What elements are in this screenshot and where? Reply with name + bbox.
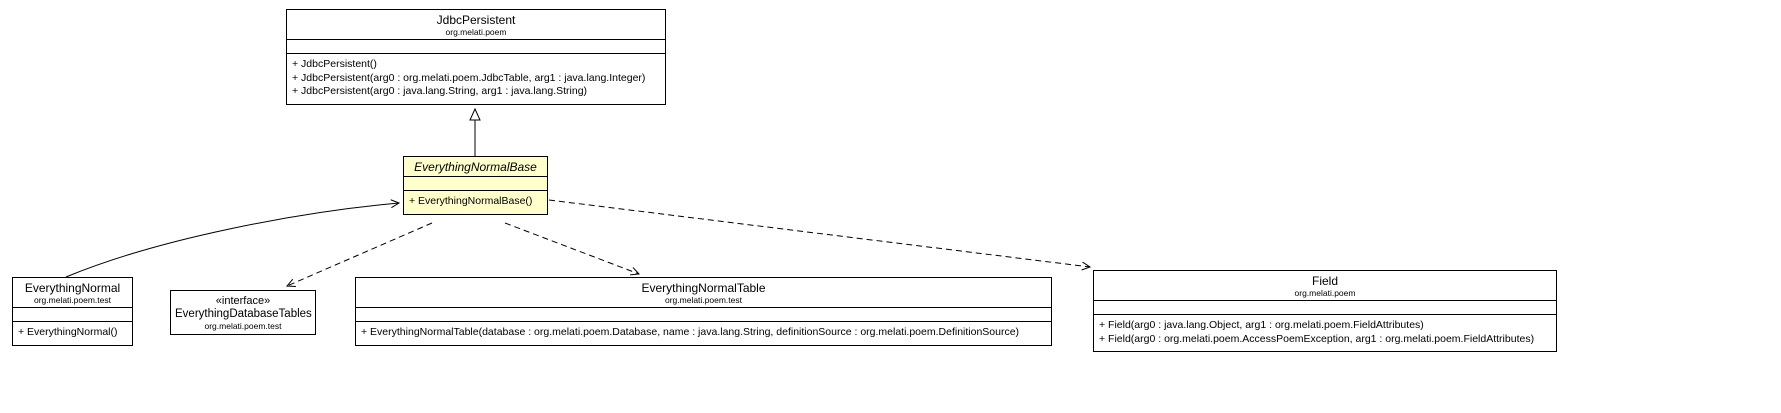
class-header: Field org.melati.poem	[1094, 271, 1556, 301]
dependency-edge-everythingnormalbase-to-field	[548, 199, 1092, 271]
generalization-edge-everythingnormal-to-everythingnormalbase	[65, 199, 401, 278]
class-box-everythingnormalbase: EverythingNormalBase + EverythingNormalB…	[403, 156, 548, 215]
methods-compartment: + Field(arg0 : java.lang.Object, arg1 : …	[1094, 315, 1556, 351]
class-header: EverythingNormalBase	[404, 157, 547, 177]
stereotype-label: «interface»	[215, 295, 271, 307]
method-signature: + Field(arg0 : java.lang.Object, arg1 : …	[1099, 319, 1424, 331]
method-signature: + JdbcPersistent(arg0 : org.melati.poem.…	[292, 71, 646, 84]
fields-compartment	[404, 177, 547, 191]
class-package: org.melati.poem.test	[204, 321, 282, 331]
class-package: org.melati.poem	[445, 27, 507, 37]
class-title: EverythingNormal	[24, 281, 121, 295]
dependency-edge-everythingnormalbase-to-everythingnormaltable	[504, 222, 641, 276]
class-package: org.melati.poem.test	[33, 295, 111, 305]
class-box-jdbcpersistent: JdbcPersistent org.melati.poem + JdbcPer…	[286, 9, 666, 105]
fields-compartment	[287, 40, 665, 54]
method-signature: + EverythingNormalBase()	[409, 195, 533, 207]
methods-compartment: + JdbcPersistent() + JdbcPersistent(arg0…	[287, 54, 665, 104]
method-signature: + EverythingNormal()	[18, 326, 118, 338]
class-box-everythingnormal: EverythingNormal org.melati.poem.test + …	[12, 277, 133, 346]
class-title: EverythingDatabaseTables	[175, 308, 312, 320]
class-title: EverythingNormalTable	[641, 281, 766, 295]
methods-compartment: + EverythingNormal()	[13, 322, 132, 345]
fields-compartment	[1094, 301, 1556, 315]
fields-compartment	[13, 308, 132, 322]
class-box-everythingnormaltable: EverythingNormalTable org.melati.poem.te…	[355, 277, 1052, 346]
method-signature: + JdbcPersistent()	[292, 58, 377, 70]
class-box-everythingdatabasetables: «interface» EverythingDatabaseTables org…	[170, 290, 316, 335]
method-signature: + EverythingNormalTable(database : org.m…	[361, 326, 1020, 338]
class-title: JdbcPersistent	[436, 13, 516, 27]
class-header: EverythingNormal org.melati.poem.test	[13, 278, 132, 308]
class-box-field: Field org.melati.poem + Field(arg0 : jav…	[1093, 270, 1557, 352]
class-header: JdbcPersistent org.melati.poem	[287, 10, 665, 40]
class-package: org.melati.poem.test	[664, 295, 742, 305]
methods-compartment: + EverythingNormalBase()	[404, 191, 547, 214]
fields-compartment	[356, 308, 1051, 322]
class-header: EverythingNormalTable org.melati.poem.te…	[356, 278, 1051, 308]
class-title: EverythingNormalBase	[414, 160, 537, 174]
class-package: org.melati.poem	[1294, 288, 1356, 298]
method-signature: + Field(arg0 : org.melati.poem.AccessPoe…	[1099, 332, 1535, 345]
class-title: Field	[1311, 274, 1338, 288]
methods-compartment: + EverythingNormalTable(database : org.m…	[356, 322, 1051, 345]
method-signature: + JdbcPersistent(arg0 : java.lang.String…	[292, 85, 588, 97]
